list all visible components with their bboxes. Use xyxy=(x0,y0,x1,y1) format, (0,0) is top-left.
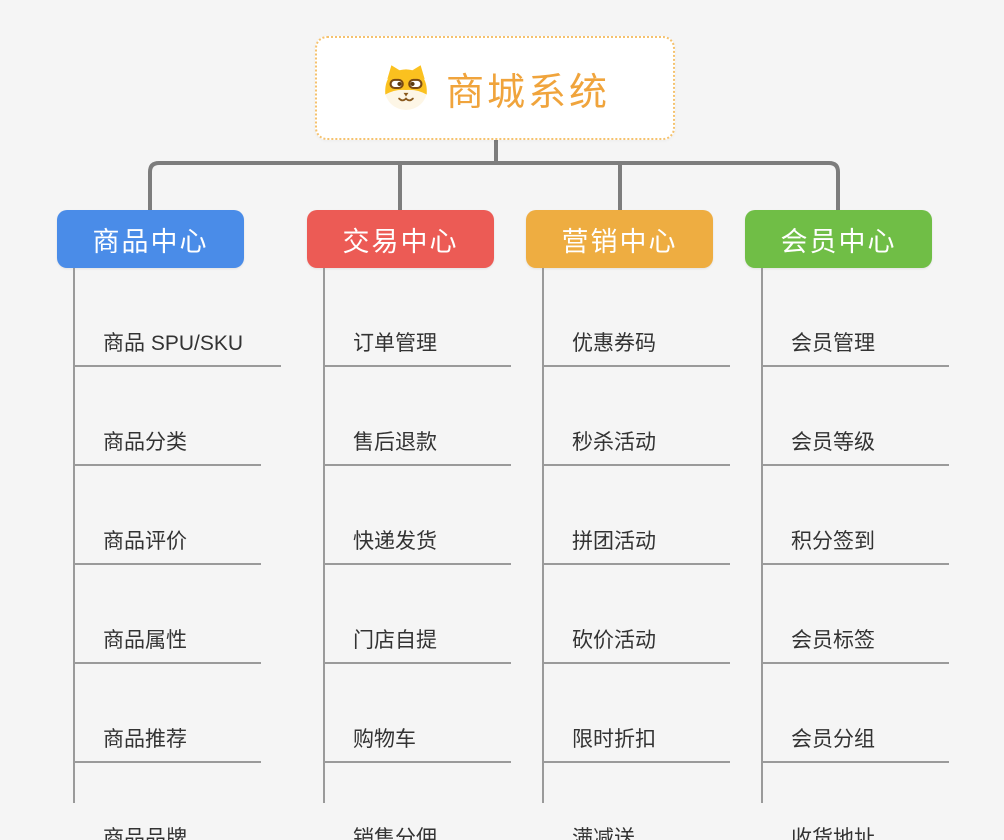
leaf-node[interactable]: 售后退款 xyxy=(323,367,511,466)
dog-face-icon xyxy=(384,65,428,110)
leaf-node[interactable]: 快递发货 xyxy=(323,466,511,565)
leaf-node[interactable]: 商品评价 xyxy=(73,466,261,565)
branch-trunk-line xyxy=(323,268,325,803)
branch-leaves: 会员管理 会员等级 积分签到 会员标签 会员分组 收货地址 xyxy=(761,268,965,840)
leaf-node[interactable]: 会员管理 xyxy=(761,268,949,367)
branch-marketing-center: 营销中心 优惠券码 秒杀活动 拼团活动 砍价活动 限时折扣 满减送 xyxy=(526,210,746,840)
leaf-node[interactable]: 砍价活动 xyxy=(542,565,730,664)
leaf-node[interactable]: 门店自提 xyxy=(323,565,511,664)
branch-trunk-line xyxy=(542,268,544,803)
branch-trunk-line xyxy=(73,268,75,803)
leaf-node[interactable]: 购物车 xyxy=(323,664,511,763)
branch-trade-center: 交易中心 订单管理 售后退款 快递发货 门店自提 购物车 销售分佣 xyxy=(307,210,527,840)
leaf-node[interactable]: 销售分佣 xyxy=(323,763,511,840)
leaf-node[interactable]: 商品 SPU/SKU xyxy=(73,268,282,367)
leaf-node[interactable]: 秒杀活动 xyxy=(542,367,730,466)
leaf-node[interactable]: 会员等级 xyxy=(761,367,949,466)
root-node[interactable]: 商城系统 xyxy=(315,36,675,140)
leaf-node[interactable]: 商品品牌 xyxy=(73,763,261,840)
leaf-node[interactable]: 商品分类 xyxy=(73,367,261,466)
leaf-node[interactable]: 拼团活动 xyxy=(542,466,730,565)
leaf-node[interactable]: 优惠券码 xyxy=(542,268,730,367)
branch-node-member-center[interactable]: 会员中心 xyxy=(745,210,932,268)
branch-node-marketing-center[interactable]: 营销中心 xyxy=(526,210,713,268)
leaf-node[interactable]: 会员分组 xyxy=(761,664,949,763)
root-node-label: 商城系统 xyxy=(445,71,610,114)
leaf-node[interactable]: 满减送 xyxy=(542,763,730,840)
leaf-node[interactable]: 收货地址 xyxy=(761,763,949,840)
leaf-node[interactable]: 积分签到 xyxy=(761,466,949,565)
leaf-node[interactable]: 限时折扣 xyxy=(542,664,730,763)
leaf-node[interactable]: 商品属性 xyxy=(73,565,261,664)
branch-trunk-line xyxy=(761,268,763,803)
branch-node-product-center[interactable]: 商品中心 xyxy=(57,210,244,268)
branch-leaves: 商品 SPU/SKU 商品分类 商品评价 商品属性 商品推荐 商品品牌 xyxy=(73,268,282,840)
leaf-node[interactable]: 订单管理 xyxy=(323,268,511,367)
branch-member-center: 会员中心 会员管理 会员等级 积分签到 会员标签 会员分组 收货地址 xyxy=(745,210,965,840)
leaf-node[interactable]: 会员标签 xyxy=(761,565,949,664)
branch-leaves: 优惠券码 秒杀活动 拼团活动 砍价活动 限时折扣 满减送 xyxy=(542,268,746,840)
branch-node-trade-center[interactable]: 交易中心 xyxy=(307,210,494,268)
leaf-node[interactable]: 商品推荐 xyxy=(73,664,261,763)
branch-product-center: 商品中心 商品 SPU/SKU 商品分类 商品评价 商品属性 商品推荐 商品品牌 xyxy=(57,210,282,840)
branch-leaves: 订单管理 售后退款 快递发货 门店自提 购物车 销售分佣 xyxy=(323,268,527,840)
